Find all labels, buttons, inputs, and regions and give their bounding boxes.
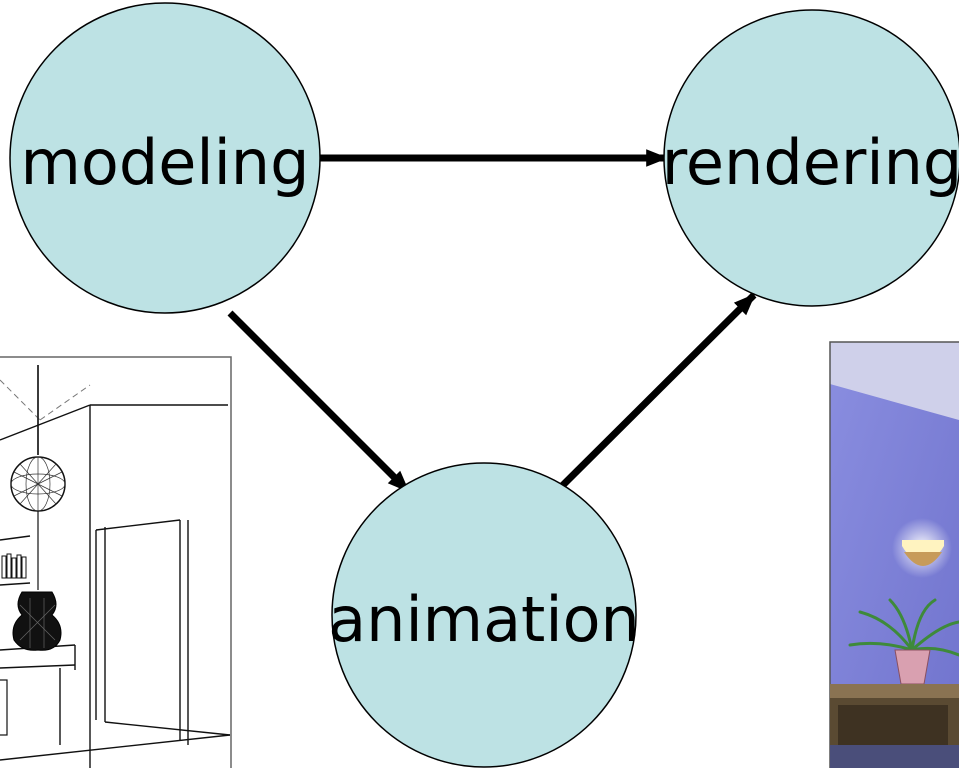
arrow-modeling-to-animation bbox=[227, 310, 411, 494]
arrows bbox=[227, 149, 757, 494]
node-modeling-label: modeling bbox=[21, 126, 310, 199]
arrow-animation-to-rendering bbox=[557, 292, 757, 491]
node-modeling: modeling bbox=[9, 2, 321, 314]
wireframe-room-image bbox=[0, 356, 232, 772]
node-animation: animation bbox=[328, 462, 640, 768]
rendered-room-image bbox=[829, 341, 959, 772]
node-rendering-label: rendering bbox=[662, 126, 959, 199]
node-animation-label: animation bbox=[328, 583, 640, 656]
node-rendering: rendering bbox=[662, 9, 959, 307]
